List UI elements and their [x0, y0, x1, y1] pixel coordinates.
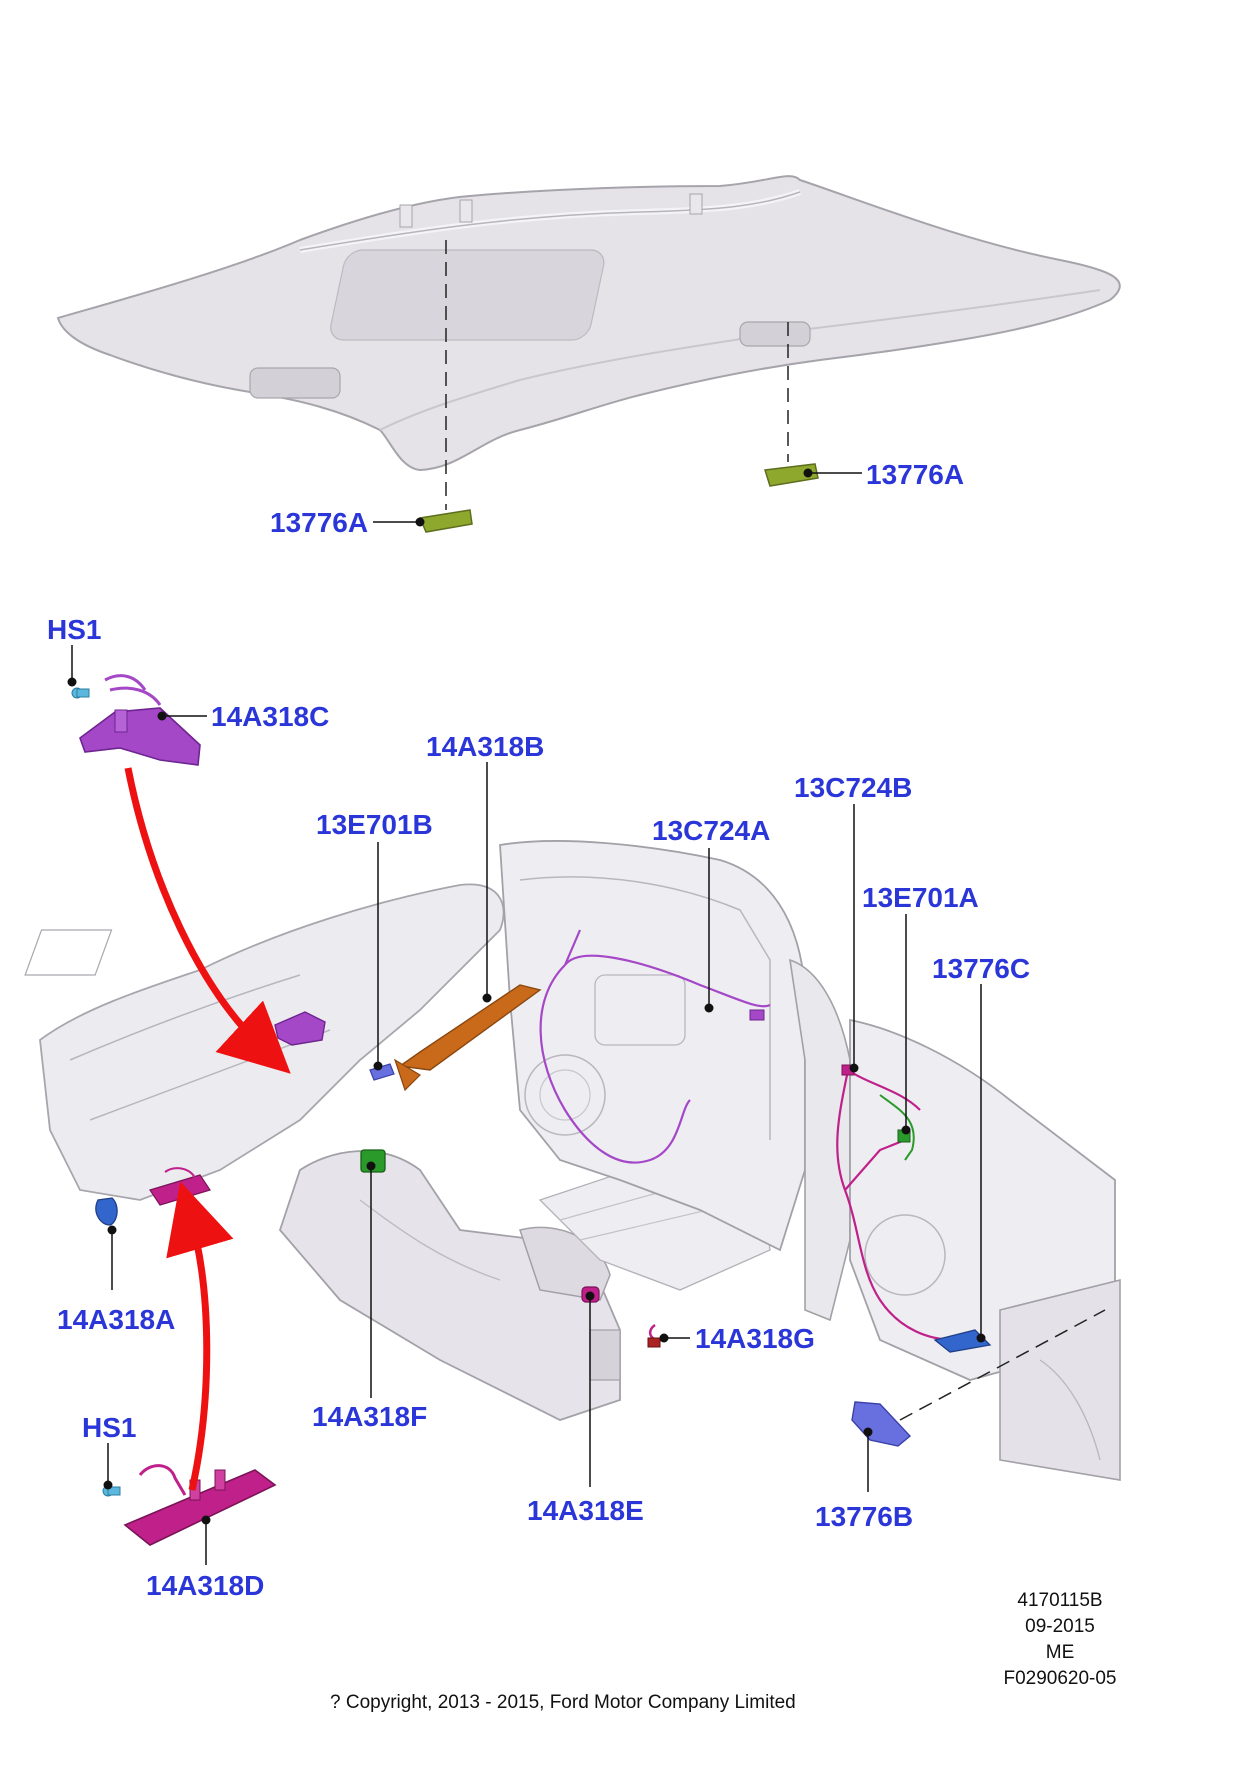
callout-14A318B: 14A318B — [426, 731, 545, 762]
illustration-number: 4170115B — [1017, 1590, 1103, 1611]
callout-hs1-top: HS1 — [47, 614, 102, 645]
illustration-region: ME — [1045, 1642, 1075, 1663]
b-pillar — [789, 958, 851, 1322]
leader-13776B-dash — [899, 1309, 1106, 1421]
callout-14A318A: 14A318A — [57, 1304, 176, 1335]
door-wiring-purple — [539, 929, 771, 1164]
callout-13E701B: 13E701B — [316, 809, 433, 840]
headliner — [56, 175, 1121, 472]
callout-13776B: 13776B — [815, 1501, 914, 1532]
module-14A318C — [79, 674, 201, 766]
rear-door-wiring-green — [879, 1094, 915, 1161]
callout-13776C: 13776C — [932, 953, 1031, 984]
headliner-bracket-left — [418, 509, 473, 533]
copyright-notice: ? Copyright, 2013 - 2015, Ford Motor Com… — [330, 1692, 796, 1713]
lamp-13776B — [851, 1401, 912, 1447]
callout-14A318G: 14A318G — [695, 1323, 815, 1354]
callout-14A318C: 14A318C — [211, 701, 330, 732]
connector-14A318G — [647, 1323, 663, 1348]
callout-13776A-right: 13776A — [866, 459, 965, 490]
leader-lines — [71, 472, 982, 1565]
callout-hs1-bottom: HS1 — [82, 1412, 137, 1443]
callout-13776A-left: 13776A — [270, 507, 369, 538]
instrument-panel — [24, 883, 505, 1201]
rear-door-wiring-magenta — [836, 1069, 956, 1342]
lamp-13776C — [933, 1329, 992, 1353]
figure-code: F0290620-05 — [1003, 1668, 1117, 1689]
arrow-14A318C-install — [124, 767, 291, 1074]
callout-13E701A: 13E701A — [862, 882, 979, 913]
harness-14A318B — [393, 984, 542, 1092]
callout-13C724B: 13C724B — [794, 772, 913, 803]
leader-dots — [67, 468, 986, 1525]
reference-info-block: 4170115B 09-2015 ME F0290620-05 — [990, 1590, 1130, 1690]
headliner-bracket-right — [764, 463, 819, 487]
callout-14A318D: 14A318D — [146, 1570, 265, 1601]
rear-door — [849, 1018, 1121, 1481]
clip-14A318A — [95, 1197, 118, 1226]
illustration-date: 09-2015 — [1025, 1616, 1095, 1637]
callout-13C724A: 13C724A — [652, 815, 771, 846]
fastener-hs1-top — [71, 687, 90, 699]
module-14A318D — [123, 1464, 277, 1546]
connector-13C724A — [749, 1009, 765, 1021]
callout-14A318E: 14A318E — [527, 1495, 644, 1526]
sensor-13E701B — [369, 1063, 395, 1081]
arrow-14A318D-install — [166, 1181, 234, 1491]
callout-14A318F: 14A318F — [312, 1401, 428, 1432]
front-door — [499, 840, 806, 1252]
